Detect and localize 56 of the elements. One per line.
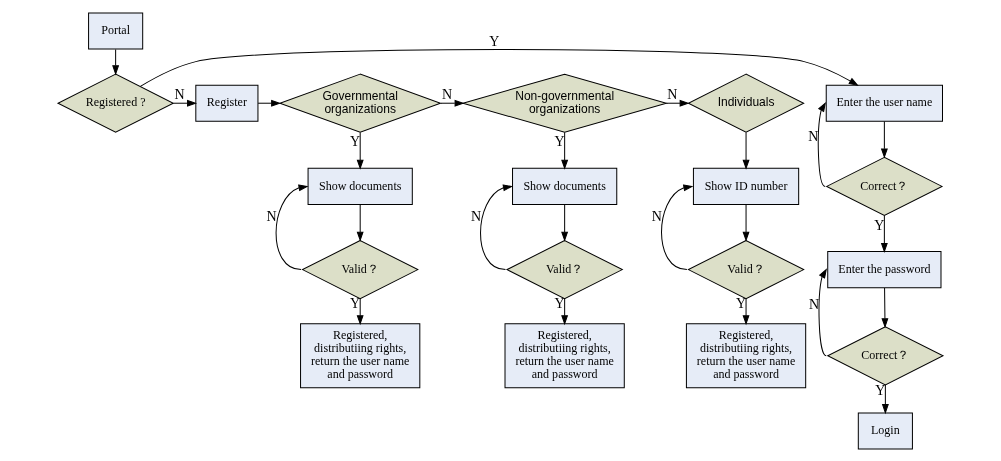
arrow xyxy=(818,268,827,356)
arrow xyxy=(881,214,888,252)
node-box: Register xyxy=(195,84,259,122)
node-box: Show documents xyxy=(307,167,413,205)
arrow xyxy=(882,383,889,413)
arrow xyxy=(742,203,750,241)
arrow xyxy=(139,48,858,87)
arrow xyxy=(112,48,119,74)
arrow xyxy=(742,298,750,324)
node-diamond: Valid？ xyxy=(302,239,419,299)
arrow xyxy=(561,203,568,241)
arrow xyxy=(480,184,512,270)
edge-label: N xyxy=(174,85,185,102)
edge-label: N xyxy=(442,85,453,102)
node-box: Registered, distributiing rights, return the user name and password xyxy=(504,322,625,388)
node-box: Show ID number xyxy=(692,167,800,205)
node-diamond: Correct？ xyxy=(826,156,943,216)
edge-label: N xyxy=(808,127,819,144)
node-box: Login xyxy=(857,411,913,449)
arrow xyxy=(356,131,364,169)
node-diamond: Correct？ xyxy=(827,325,944,385)
edge-label: N xyxy=(470,207,482,224)
node-box: Enter the password xyxy=(827,250,942,288)
arrow xyxy=(257,99,281,106)
node-box: Registered, distributiing rights, return the user name and password xyxy=(300,322,421,388)
node-diamond: Governmental organizations xyxy=(279,73,441,133)
node-box: Show documents xyxy=(512,167,618,205)
arrow xyxy=(356,203,364,241)
arrow xyxy=(172,99,197,106)
node-diamond: Non-governmental organizations xyxy=(462,73,667,133)
node-diamond: Individuals xyxy=(687,73,805,133)
arrow xyxy=(881,287,889,327)
node-diamond: Registered ? xyxy=(57,73,174,133)
arrow xyxy=(661,184,693,270)
arrow xyxy=(561,131,568,169)
arrow xyxy=(356,298,364,324)
arrow xyxy=(275,184,308,270)
edge-label: N xyxy=(651,207,662,224)
edge-label: Y xyxy=(489,32,500,49)
edge-label: N xyxy=(667,85,678,102)
node-box: Enter the user name xyxy=(825,84,943,122)
edge-label: N xyxy=(266,207,277,224)
arrow xyxy=(881,120,888,157)
arrow xyxy=(817,102,826,187)
edge-label: Y xyxy=(554,132,565,149)
edge-label: Y xyxy=(874,216,885,233)
arrow xyxy=(440,99,464,106)
node-diamond: Valid？ xyxy=(687,239,805,299)
node-box: Registered, distributiing rights, return the user name and password xyxy=(685,322,807,388)
arrow xyxy=(665,99,689,106)
edge-label: Y xyxy=(350,132,361,149)
arrow xyxy=(742,131,750,169)
node-diamond: Valid？ xyxy=(506,239,623,299)
edge-label: N xyxy=(808,295,820,312)
node-box: Portal xyxy=(88,12,144,50)
arrow xyxy=(561,298,568,324)
